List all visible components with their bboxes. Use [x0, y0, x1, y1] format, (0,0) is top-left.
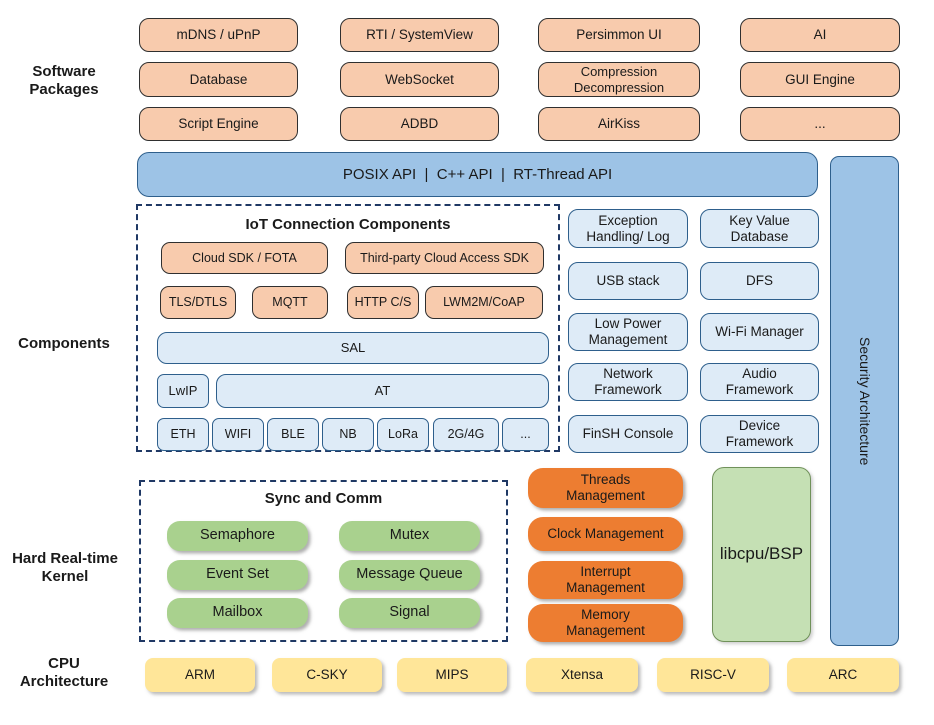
- cpu-arch-box: C-SKY: [272, 658, 382, 692]
- link-chip: ...: [502, 418, 549, 451]
- service-box: USB stack: [568, 262, 688, 300]
- service-box: Exception Handling/ Log: [568, 209, 688, 248]
- iot-group-title: IoT Connection Components: [245, 216, 451, 233]
- sync-and-comm-title: Sync and Comm: [264, 490, 383, 507]
- kernel-management-box: Clock Management: [528, 517, 683, 551]
- cpu-arch-box: MIPS: [397, 658, 507, 692]
- link-chip: BLE: [267, 418, 319, 451]
- libcpu-bsp-box: libcpu/BSP: [712, 467, 811, 642]
- link-chip: LoRa: [377, 418, 429, 451]
- cpu-arch-box: RISC-V: [657, 658, 769, 692]
- cpu-arch-box: ARC: [787, 658, 899, 692]
- iot-box: Third-party Cloud Access SDK: [345, 242, 544, 274]
- package-box: Compression Decompression: [538, 62, 700, 97]
- service-box: Wi-Fi Manager: [700, 313, 819, 351]
- iot-box: MQTT: [252, 286, 328, 319]
- security-architecture-label: Security Architecture: [856, 336, 873, 466]
- service-box: Low Power Management: [568, 313, 688, 351]
- package-box: RTI / SystemView: [340, 18, 499, 52]
- label-hard-realtime-kernel: Hard Real-time Kernel: [12, 550, 118, 585]
- api-bar: POSIX API | C++ API | RT-Thread API: [137, 152, 818, 197]
- link-chip: NB: [322, 418, 374, 451]
- iot-box: TLS/DTLS: [160, 286, 236, 319]
- kernel-object-box: Semaphore: [167, 521, 308, 551]
- kernel-management-box: Memory Management: [528, 604, 683, 642]
- kernel-object-box: Mailbox: [167, 598, 308, 628]
- package-box: GUI Engine: [740, 62, 900, 97]
- kernel-management-box: Interrupt Management: [528, 561, 683, 599]
- package-box: Persimmon UI: [538, 18, 700, 52]
- package-box: Script Engine: [139, 107, 298, 141]
- service-box: FinSH Console: [568, 415, 688, 453]
- label-software-packages: Software Packages: [29, 63, 99, 98]
- label-components: Components: [18, 335, 110, 353]
- kernel-object-box: Mutex: [339, 521, 480, 551]
- link-chip: 2G/4G: [433, 418, 499, 451]
- kernel-object-box: Signal: [339, 598, 480, 628]
- iot-box: HTTP C/S: [347, 286, 419, 319]
- service-box: Device Framework: [700, 415, 819, 453]
- cpu-arch-box: Xtensa: [526, 658, 638, 692]
- link-chip: WIFI: [212, 418, 264, 451]
- package-box: Database: [139, 62, 298, 97]
- sal-layer: SAL: [157, 332, 549, 364]
- cpu-arch-box: ARM: [145, 658, 255, 692]
- iot-box: LWM2M/CoAP: [425, 286, 543, 319]
- package-box: AI: [740, 18, 900, 52]
- iot-box: Cloud SDK / FOTA: [161, 242, 328, 274]
- security-architecture-bar: Security Architecture: [830, 156, 899, 646]
- label-cpu-architecture: CPU Architecture: [19, 655, 109, 690]
- kernel-management-box: Threads Management: [528, 468, 683, 508]
- package-box: WebSocket: [340, 62, 499, 97]
- package-box: AirKiss: [538, 107, 700, 141]
- kernel-object-box: Event Set: [167, 560, 308, 590]
- package-box: ...: [740, 107, 900, 141]
- iot-connection-components-group: IoT Connection Components Cloud SDK / FO…: [136, 204, 560, 452]
- service-box: Network Framework: [568, 363, 688, 401]
- service-box: Audio Framework: [700, 363, 819, 401]
- link-chip: ETH: [157, 418, 209, 451]
- at-layer: AT: [216, 374, 549, 408]
- service-box: Key Value Database: [700, 209, 819, 248]
- lwip-box: LwIP: [157, 374, 209, 408]
- package-box: mDNS / uPnP: [139, 18, 298, 52]
- package-box: ADBD: [340, 107, 499, 141]
- service-box: DFS: [700, 262, 819, 300]
- kernel-object-box: Message Queue: [339, 560, 480, 590]
- sync-and-comm-group: Sync and Comm Semaphore Mutex Event Set …: [139, 480, 508, 642]
